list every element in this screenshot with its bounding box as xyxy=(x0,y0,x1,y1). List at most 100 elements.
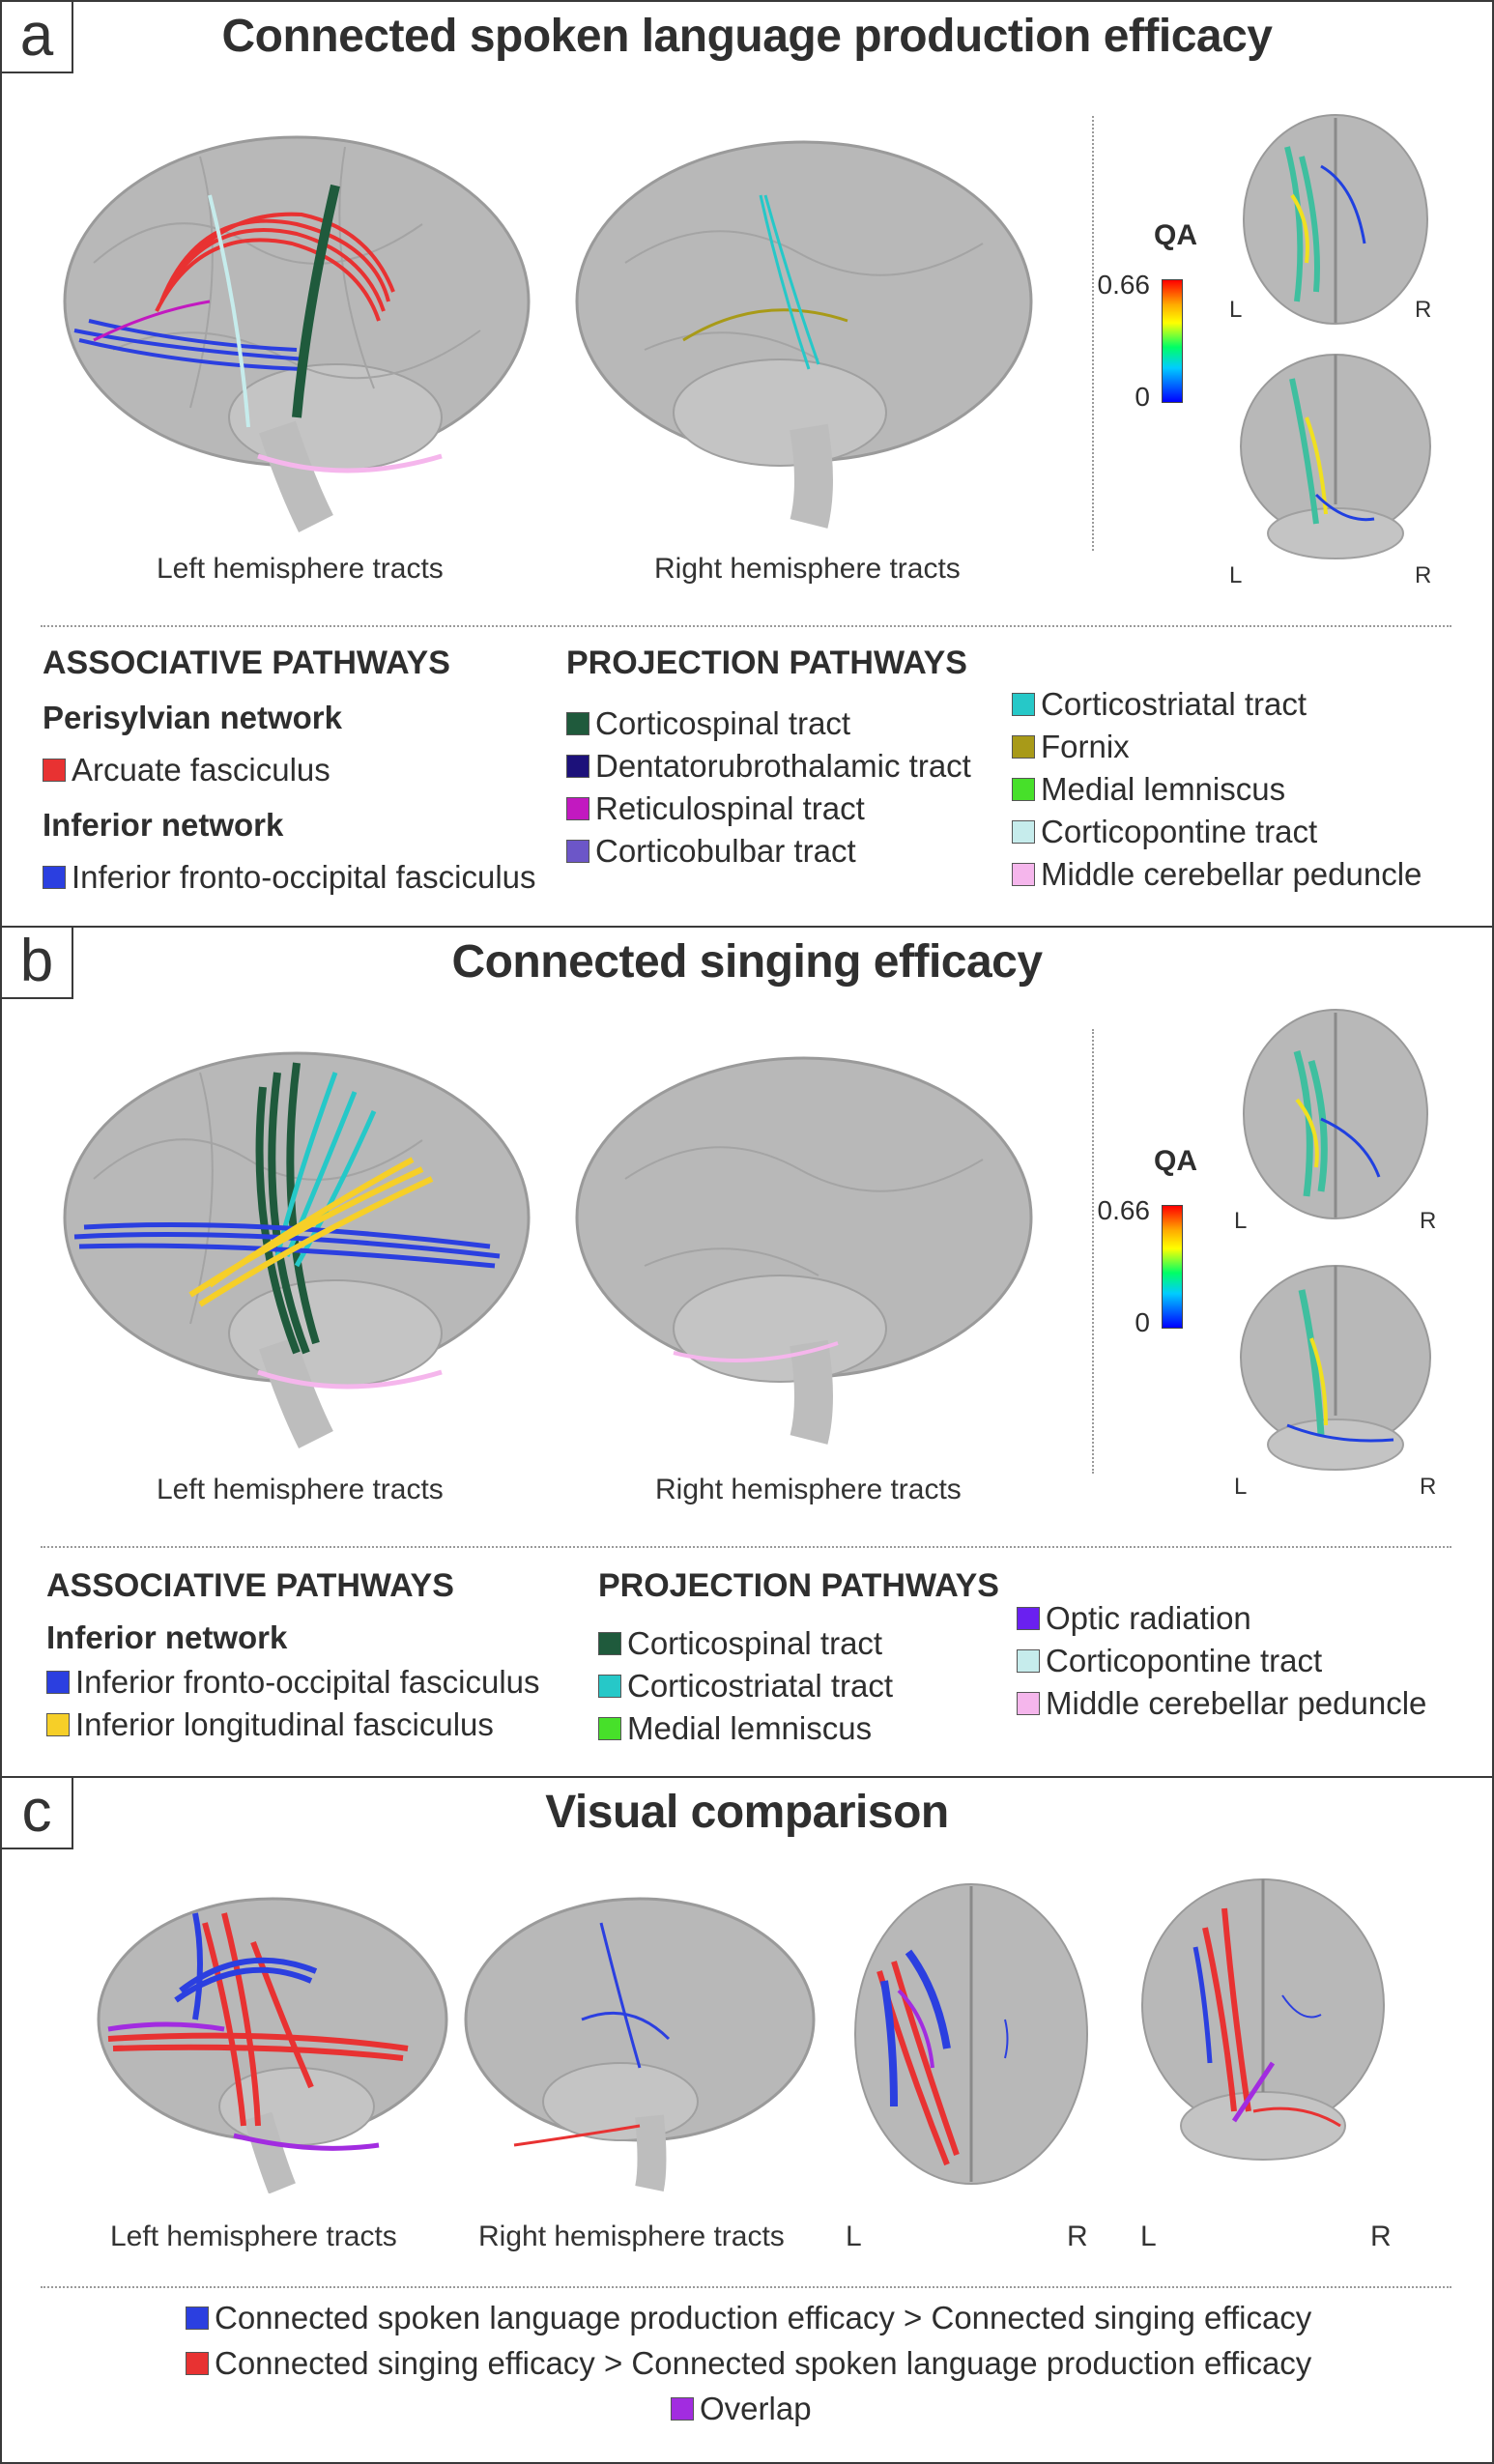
projection-a-col2-swatch-3 xyxy=(1012,820,1035,844)
projection-a-col1-swatch-2 xyxy=(566,797,589,820)
projection-a-col1-swatch-1 xyxy=(566,755,589,778)
panel-b-title: Connected singing efficacy xyxy=(451,936,1043,988)
swatch-ifof-b xyxy=(46,1671,70,1694)
swatch-ilf-b xyxy=(46,1713,70,1736)
legend-item-arcuate-a: Arcuate fasciculus xyxy=(43,752,330,788)
projection-a-col2-item-3: Corticopontine tract xyxy=(1012,814,1317,850)
legend-projection-heading-a: PROJECTION PATHWAYS xyxy=(566,645,967,681)
legend-group-inferior-b: Inferior network xyxy=(46,1619,288,1655)
label-right-hemisphere-c: Right hemisphere tracts xyxy=(478,2220,785,2252)
projection-b-col2-item-0: Optic radiation xyxy=(1017,1600,1251,1637)
legend-item-overlap: Overlap xyxy=(671,2391,812,2427)
qa-min-b: 0 xyxy=(1135,1307,1150,1337)
divider-horizontal-a xyxy=(41,625,1451,627)
r-label-a-bottom: R xyxy=(1415,562,1432,588)
brain-right-hemisphere-a xyxy=(575,140,1033,529)
r-label-b-bottom: R xyxy=(1420,1474,1437,1500)
label-right-hemisphere-b: Right hemisphere tracts xyxy=(655,1474,962,1505)
legend-item-ilf-b: Inferior longitudinal fasciculus xyxy=(46,1706,494,1743)
legend-item-singing-gt-spoken: Connected singing efficacy > Connected s… xyxy=(186,2345,1311,2382)
projection-a-col2-swatch-1 xyxy=(1012,735,1035,759)
panel-letter-a: a xyxy=(2,2,73,73)
brain-coronal-b xyxy=(1240,1265,1431,1471)
legend-group-perisylvian-a: Perisylvian network xyxy=(43,700,342,735)
projection-b-col2-swatch-0 xyxy=(1017,1607,1040,1630)
projection-a-col2-item-4: Middle cerebellar peduncle xyxy=(1012,856,1422,893)
swatch-spoken-gt-singing xyxy=(186,2306,209,2330)
panel-b: b Connected singing efficacy Left hemis xyxy=(0,926,1494,1778)
projection-b-col2-swatch-1 xyxy=(1017,1649,1040,1673)
brain-axial-b xyxy=(1243,1009,1428,1219)
projection-a-col2-swatch-4 xyxy=(1012,863,1035,886)
projection-b-col2-swatch-2 xyxy=(1017,1692,1040,1715)
projection-b-col1-swatch-1 xyxy=(598,1675,621,1698)
brain-right-hemisphere-c xyxy=(464,1897,816,2192)
projection-a-col2-item-1: Fornix xyxy=(1012,729,1130,765)
r-label-a-top: R xyxy=(1415,297,1432,323)
brain-right-hemisphere-b xyxy=(575,1056,1033,1445)
legend-item-ifof-a: Inferior fronto-occipital fasciculus xyxy=(43,859,536,896)
divider-vertical-b xyxy=(1092,1029,1094,1474)
legend-projection-heading-b: PROJECTION PATHWAYS xyxy=(598,1567,999,1604)
brain-axial-a xyxy=(1243,114,1428,325)
qa-title-a: QA xyxy=(1154,219,1197,251)
panel-letter-c: c xyxy=(2,1778,73,1849)
legend-group-inferior-a: Inferior network xyxy=(43,807,284,843)
panel-c: c Visual comparison xyxy=(0,1776,1494,2464)
swatch-ifof-a xyxy=(43,866,66,889)
r-label-c-axial: R xyxy=(1067,2220,1088,2252)
label-left-hemisphere-b: Left hemisphere tracts xyxy=(157,1474,444,1505)
qa-min-a: 0 xyxy=(1135,382,1150,412)
projection-a-col1-item-1: Dentatorubrothalamic tract xyxy=(566,748,971,785)
divider-horizontal-b xyxy=(41,1546,1451,1548)
projection-a-col2-swatch-0 xyxy=(1012,693,1035,716)
projection-b-col1-swatch-0 xyxy=(598,1632,621,1655)
brain-coronal-c xyxy=(1141,1878,1385,2161)
projection-a-col1-item-2: Reticulospinal tract xyxy=(566,790,865,827)
l-label-a-top: L xyxy=(1229,297,1243,323)
qa-gradient-b xyxy=(1162,1205,1183,1329)
legend-associative-heading-b: ASSOCIATIVE PATHWAYS xyxy=(46,1567,454,1604)
l-label-b-bottom: L xyxy=(1234,1474,1248,1500)
qa-max-a: 0.66 xyxy=(1097,270,1151,300)
brain-left-hemisphere-a xyxy=(63,135,531,532)
r-label-c-coronal: R xyxy=(1370,2220,1392,2252)
l-label-c-axial: L xyxy=(846,2220,862,2252)
legend-associative-heading-a: ASSOCIATIVE PATHWAYS xyxy=(43,645,450,681)
label-right-hemisphere-a: Right hemisphere tracts xyxy=(654,553,961,585)
projection-b-col1-item-0: Corticospinal tract xyxy=(598,1625,882,1662)
legend-item-ifof-b: Inferior fronto-occipital fasciculus xyxy=(46,1664,540,1701)
projection-b-col1-swatch-2 xyxy=(598,1717,621,1740)
brain-coronal-a xyxy=(1240,354,1431,559)
projection-b-col1-item-1: Corticostriatal tract xyxy=(598,1668,893,1705)
projection-a-col1-item-0: Corticospinal tract xyxy=(566,705,850,742)
swatch-singing-gt-spoken xyxy=(186,2352,209,2375)
qa-gradient-a xyxy=(1162,279,1183,403)
r-label-b-top: R xyxy=(1420,1208,1437,1234)
qa-max-b: 0.66 xyxy=(1097,1195,1151,1225)
l-label-b-top: L xyxy=(1234,1208,1248,1234)
projection-a-col1-swatch-3 xyxy=(566,840,589,863)
divider-horizontal-c xyxy=(41,2286,1451,2288)
projection-a-col1-swatch-0 xyxy=(566,712,589,735)
qa-colorbar-b: QA 0.66 0 xyxy=(1098,1145,1220,1358)
brain-left-hemisphere-c xyxy=(97,1897,448,2193)
projection-a-col2-item-0: Corticostriatal tract xyxy=(1012,686,1307,723)
swatch-arcuate-a xyxy=(43,759,66,782)
projection-a-col1-item-3: Corticobulbar tract xyxy=(566,833,856,870)
projection-a-col2-swatch-2 xyxy=(1012,778,1035,801)
projection-b-col2-item-2: Middle cerebellar peduncle xyxy=(1017,1685,1426,1722)
swatch-overlap xyxy=(671,2397,694,2421)
l-label-a-bottom: L xyxy=(1229,562,1243,588)
qa-title-b: QA xyxy=(1154,1145,1197,1177)
l-label-c-coronal: L xyxy=(1140,2220,1157,2252)
legend-item-spoken-gt-singing: Connected spoken language production eff… xyxy=(186,2300,1311,2336)
projection-b-col1-item-2: Medial lemniscus xyxy=(598,1710,872,1747)
divider-vertical-a xyxy=(1092,116,1094,551)
projection-b-col2-item-1: Corticopontine tract xyxy=(1017,1643,1322,1679)
panel-letter-b: b xyxy=(2,928,73,999)
label-left-hemisphere-a: Left hemisphere tracts xyxy=(157,553,444,585)
qa-colorbar-a: QA 0.66 0 xyxy=(1098,219,1220,432)
brain-axial-c xyxy=(854,1883,1088,2185)
brain-left-hemisphere-b xyxy=(63,1051,531,1448)
